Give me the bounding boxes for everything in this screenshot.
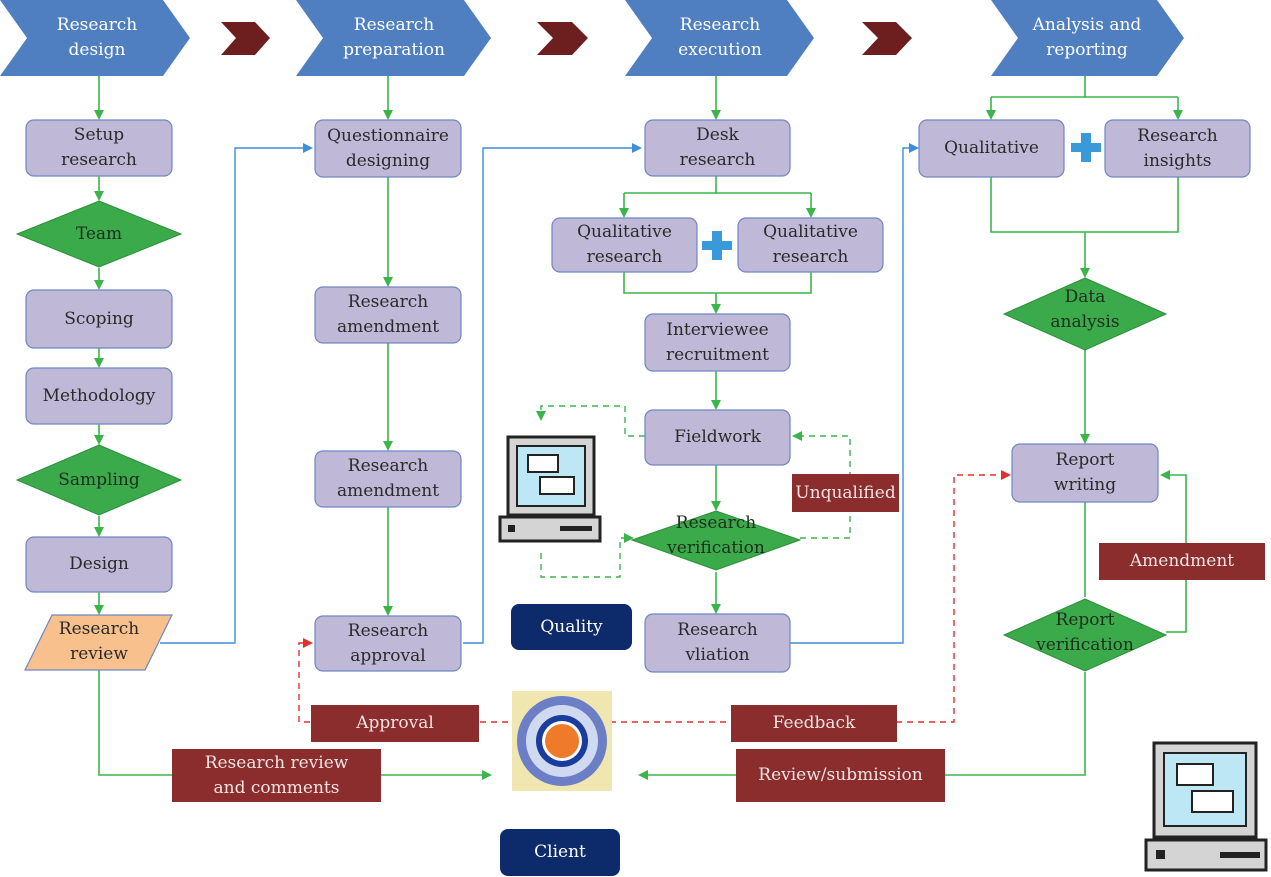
client-badge (500, 829, 620, 876)
computer-icon (1144, 741, 1268, 872)
stage-chevron-preparation (296, 0, 491, 76)
setup-research-box (25, 119, 173, 177)
amendment-label-box (1099, 543, 1265, 580)
chevron-arrow-icon (221, 22, 270, 55)
green-connectors (94, 76, 1187, 780)
desk-research-box (644, 119, 791, 177)
vliation-box (644, 613, 791, 673)
chevron-arrow-icon (537, 22, 588, 55)
feedback-label-box (731, 705, 897, 742)
qual1-box (551, 217, 698, 273)
quality-badge (511, 604, 632, 650)
verification-diamond (630, 510, 802, 571)
team-diamond (15, 200, 183, 268)
stage-chevron-analysis (991, 0, 1184, 76)
approval-box (314, 615, 462, 672)
questionnaire-box (314, 119, 462, 178)
plus-icon (702, 231, 732, 260)
qual2-box (737, 217, 884, 273)
decision-diamonds (15, 200, 1168, 672)
research-review-shape (24, 614, 173, 671)
sampling-diamond (15, 444, 183, 516)
recruitment-box (644, 313, 791, 372)
methodology-box (25, 367, 173, 425)
approval-label-box (311, 705, 479, 742)
design-box (25, 536, 173, 593)
fieldwork-box (644, 409, 791, 466)
process-boxes (25, 119, 1251, 673)
review-submission-label-box (736, 749, 945, 802)
amendment1-box (314, 286, 462, 344)
scoping-box (25, 289, 173, 349)
review-comments-label-box (172, 749, 381, 802)
stage-chevron-execution (625, 0, 814, 76)
report-writing-box (1011, 443, 1159, 503)
computer-icon (498, 435, 602, 543)
target-icon (512, 691, 612, 791)
plus-icon (1071, 133, 1101, 162)
stage-chevron-design (0, 0, 190, 76)
report-verification-diamond (1002, 598, 1168, 672)
qualitative-box (918, 119, 1065, 178)
blue-connectors (160, 143, 919, 644)
badges (500, 604, 632, 876)
label-boxes (172, 474, 1265, 802)
data-analysis-diamond (1002, 277, 1168, 351)
stage-headers (0, 0, 1184, 76)
unqualified-label-box (792, 474, 899, 512)
insights-box (1104, 119, 1251, 178)
chevron-arrow-icon (862, 22, 912, 55)
amendment2-box (314, 450, 462, 508)
